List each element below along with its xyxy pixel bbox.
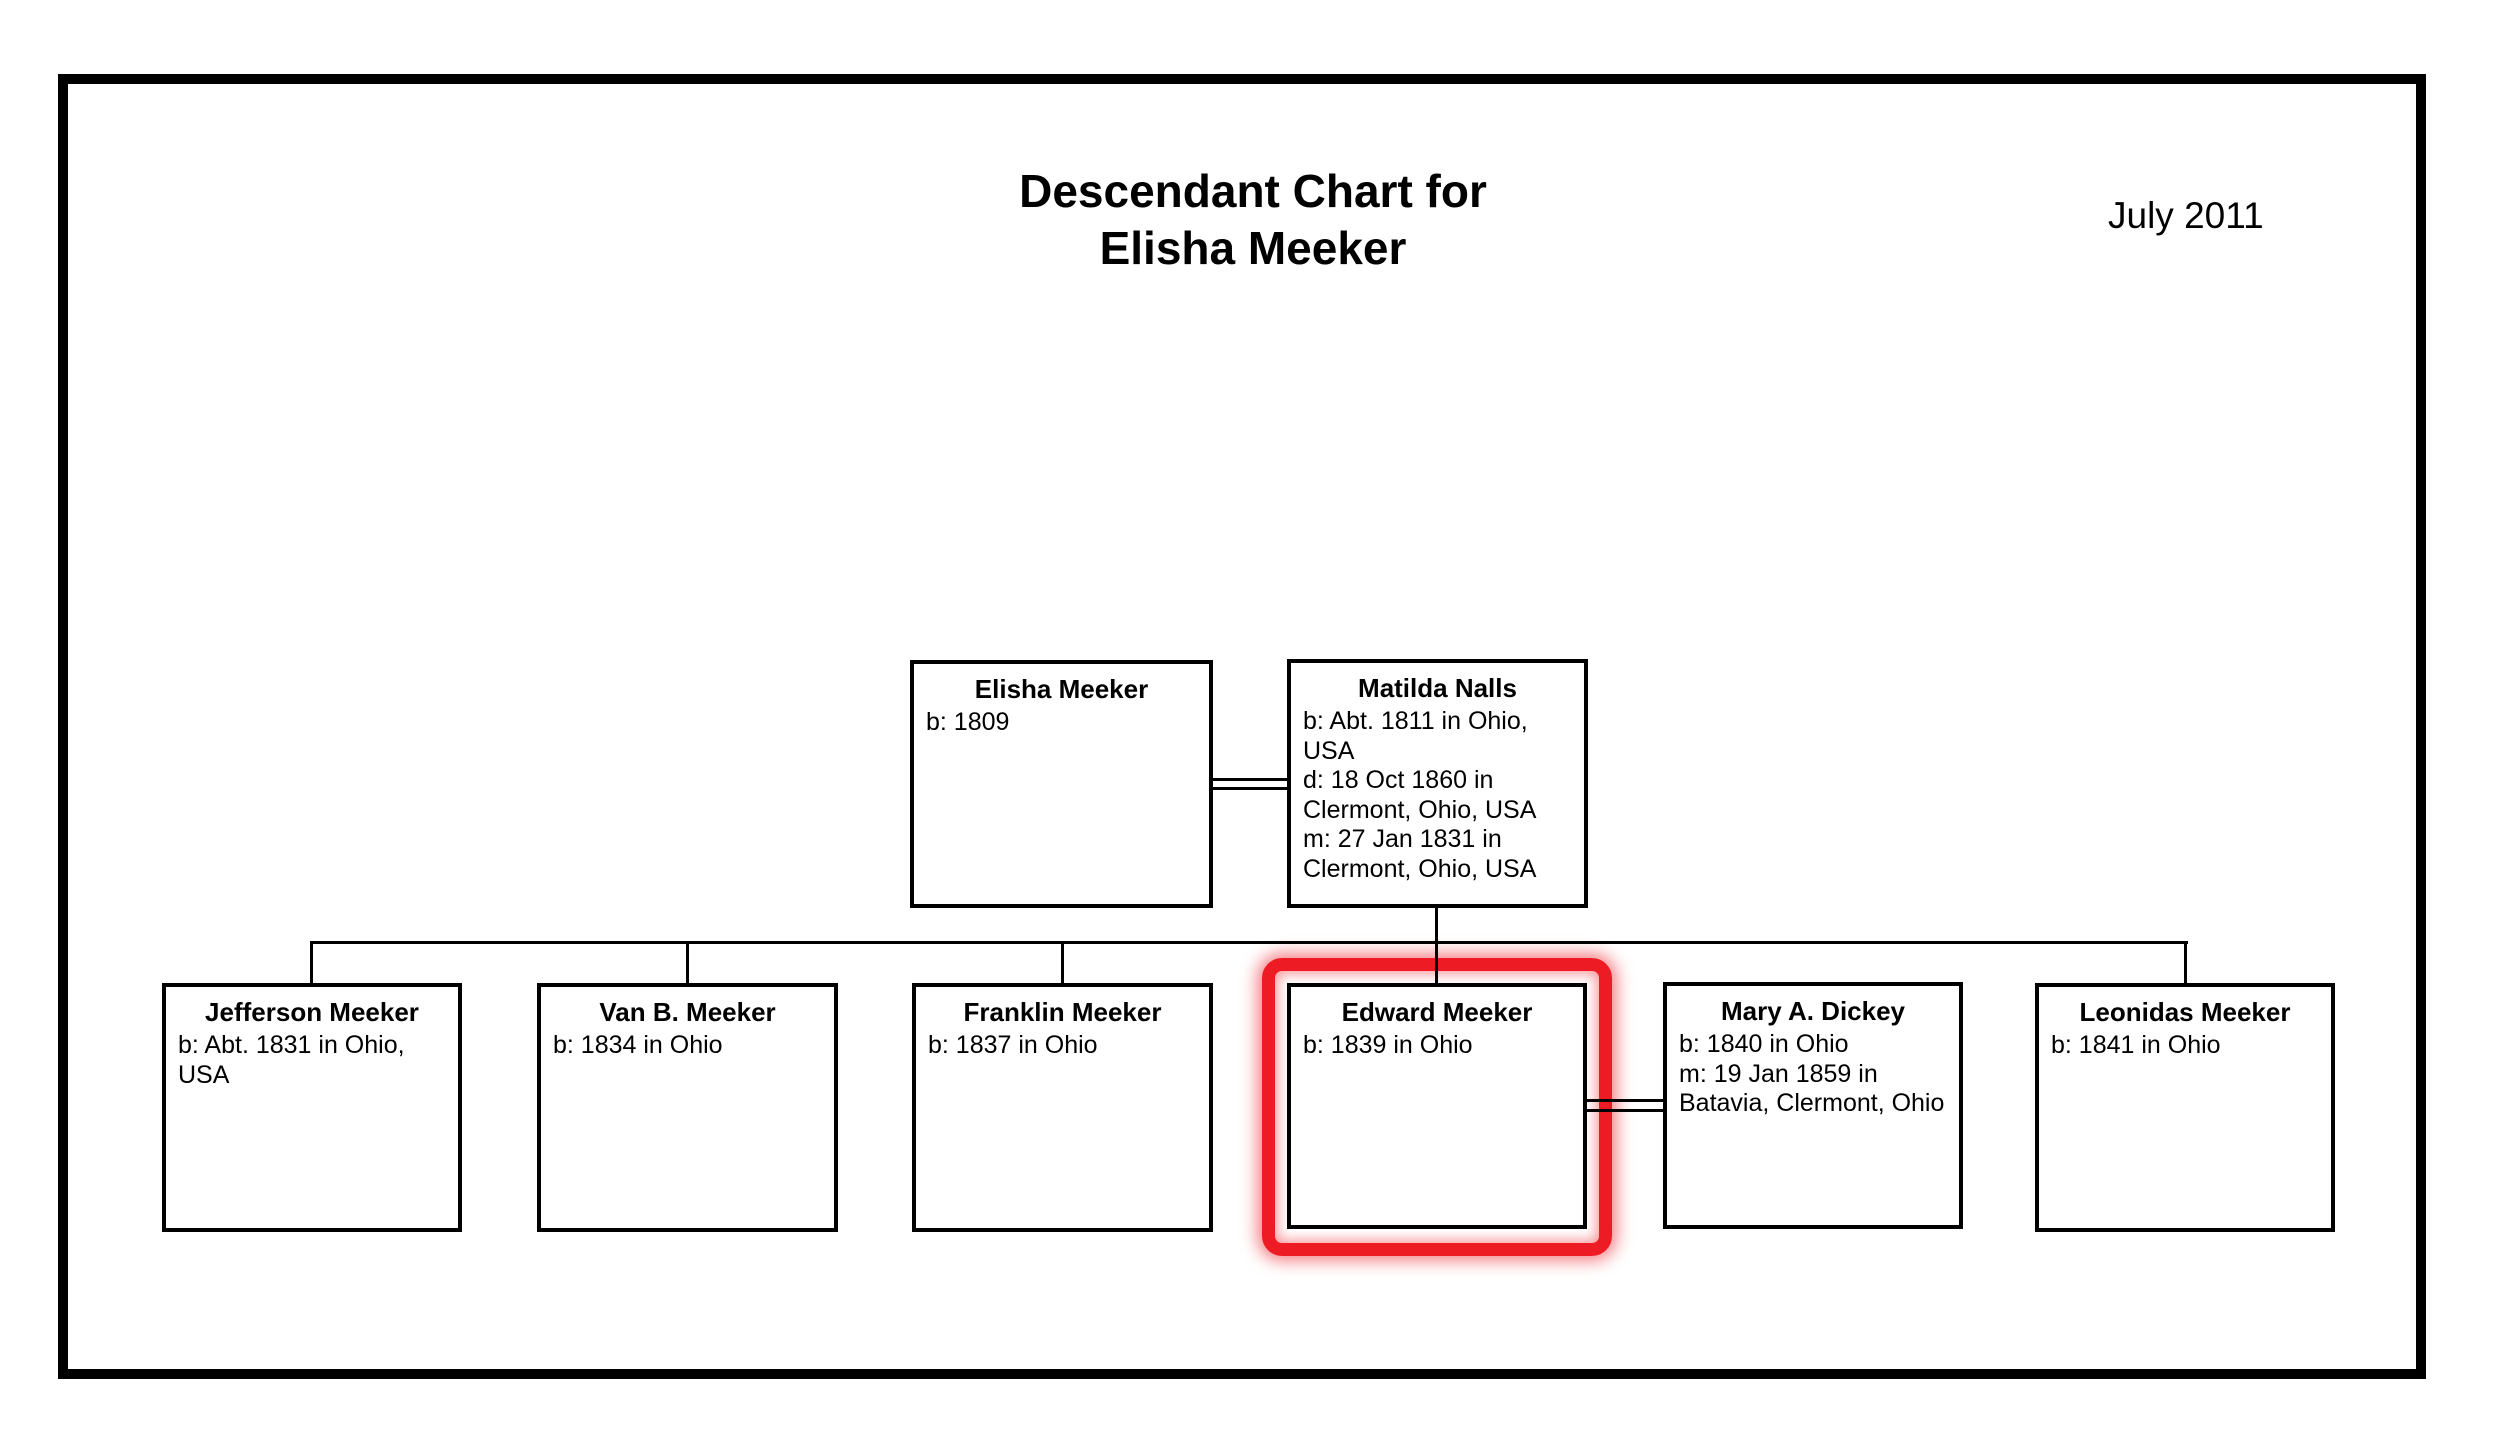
person-box-leonidas-meeker[interactable]: Leonidas Meeker b: 1841 in Ohio — [2035, 983, 2335, 1232]
person-detail: b: 1809 — [926, 708, 1010, 737]
person-box-franklin-meeker[interactable]: Franklin Meeker b: 1837 in Ohio — [912, 983, 1213, 1232]
chart-date: July 2011 — [2108, 195, 2264, 236]
person-detail: m: 27 Jan 1831 in Clermont, Ohio, USA — [1303, 825, 1537, 883]
person-name: Franklin Meeker — [963, 997, 1162, 1027]
chart-title: Descendant Chart for Elisha Meeker — [813, 163, 1693, 277]
person-detail: b: 1834 in Ohio — [553, 1031, 723, 1060]
person-box-mary-a-dickey[interactable]: Mary A. Dickey b: 1840 in Ohio m: 19 Jan… — [1663, 982, 1963, 1229]
chart-title-line1: Descendant Chart for — [1019, 165, 1487, 217]
person-detail: m: 19 Jan 1859 in Batavia, Clermont, Ohi… — [1679, 1059, 1945, 1118]
person-detail: b: 1837 in Ohio — [928, 1031, 1098, 1060]
person-name: Jefferson Meeker — [205, 997, 419, 1027]
person-detail: b: 1839 in Ohio — [1303, 1031, 1473, 1060]
person-name: Leonidas Meeker — [2079, 997, 2291, 1027]
marriage-line-edward-mary-top — [1585, 1099, 1665, 1102]
drop-line-leonidas — [2184, 941, 2187, 985]
person-detail: b: Abt. 1811 in Ohio, USA — [1303, 707, 1528, 765]
marriage-line-elisha-matilda-top — [1210, 778, 1290, 781]
drop-line-edward — [1435, 941, 1438, 985]
person-name: Edward Meeker — [1341, 997, 1533, 1027]
person-box-edward-meeker[interactable]: Edward Meeker b: 1839 in Ohio — [1287, 983, 1587, 1229]
person-detail: d: 18 Oct 1860 in Clermont, Ohio, USA — [1303, 766, 1537, 824]
chart-title-line2: Elisha Meeker — [1099, 222, 1407, 275]
person-detail: b: 1840 in Ohio — [1679, 1030, 1849, 1059]
person-name: Van B. Meeker — [599, 997, 776, 1027]
marriage-line-elisha-matilda-bottom — [1210, 787, 1290, 790]
descent-stub-matilda — [1435, 906, 1438, 944]
person-name: Mary A. Dickey — [1720, 996, 1906, 1026]
sibling-rail — [310, 941, 2188, 944]
person-box-matilda-nalls[interactable]: Matilda Nalls b: Abt. 1811 in Ohio, USA … — [1287, 659, 1588, 908]
person-box-elisha-meeker[interactable]: Elisha Meeker b: 1809 — [910, 660, 1213, 908]
drop-line-vanb — [686, 941, 689, 985]
person-box-jefferson-meeker[interactable]: Jefferson Meeker b: Abt. 1831 in Ohio, U… — [162, 983, 462, 1232]
person-detail: b: 1841 in Ohio — [2051, 1031, 2221, 1060]
person-detail: b: Abt. 1831 in Ohio, USA — [178, 1031, 405, 1089]
person-name: Elisha Meeker — [974, 674, 1149, 704]
drop-line-jefferson — [310, 941, 313, 985]
person-box-van-b-meeker[interactable]: Van B. Meeker b: 1834 in Ohio — [537, 983, 838, 1232]
person-name: Matilda Nalls — [1358, 673, 1517, 703]
drop-line-franklin — [1061, 941, 1064, 985]
marriage-line-edward-mary-bottom — [1585, 1109, 1665, 1112]
